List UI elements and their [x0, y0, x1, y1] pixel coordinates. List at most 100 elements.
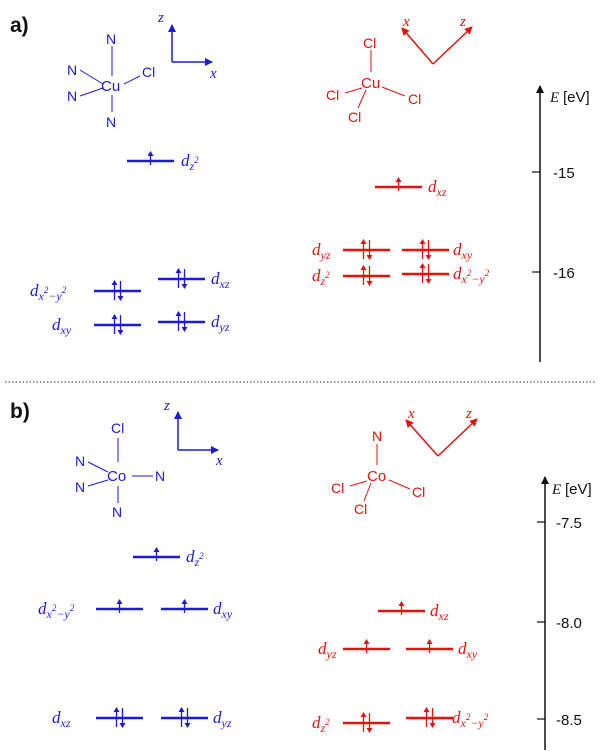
orbital-label-sub: xy — [461, 248, 473, 262]
panel-b-left-molecule: Co Cl N N N N — [75, 420, 165, 520]
orbital-label: dyz — [318, 639, 337, 661]
electron-spin-up — [423, 707, 430, 712]
electron-spin-up — [147, 151, 154, 156]
electron-spin-down — [366, 728, 373, 733]
orbital-label-d: d — [312, 266, 321, 285]
orbital-level: dxz — [52, 707, 143, 730]
panel-a-right-axes: x z — [401, 14, 473, 65]
orbital-label-sup: 2 — [199, 551, 204, 561]
orbital-label-sub: xz — [438, 609, 449, 623]
orbital-label-sub: z — [320, 721, 326, 735]
electron-spin-down — [425, 255, 432, 260]
orbital-level: dxy — [52, 314, 141, 337]
electron-spin-up — [153, 547, 160, 552]
ligand-atom: Cl — [331, 480, 344, 496]
orbital-level: dz2 — [127, 151, 199, 173]
ligand-atom: N — [67, 62, 77, 78]
electron-spin-down — [181, 327, 188, 332]
metal-center: Co — [367, 468, 386, 485]
orbital-level: dz2 — [312, 265, 390, 288]
orbital-label: dxy — [458, 639, 478, 661]
electron-spin-up — [181, 599, 188, 604]
orbital-level: dyz — [318, 639, 390, 661]
electron-spin-up — [360, 712, 367, 717]
ligand-atom: N — [67, 88, 77, 104]
ligand-atom: N — [106, 114, 116, 130]
orbital-level: dyz — [312, 239, 390, 262]
panel-a-left-molecule: Cu N N N N Cl — [67, 31, 155, 130]
axis-label-z: z — [459, 14, 466, 30]
energy-axis-unit: [eV] — [563, 89, 590, 106]
axis-label-z: z — [465, 406, 472, 422]
energy-tick-label: -16 — [553, 265, 575, 282]
orbital-label-sub: yz — [326, 647, 337, 661]
electron-spin-down — [425, 279, 432, 284]
orbital-level: dxy — [406, 639, 478, 661]
orbital-label-d: d — [458, 639, 467, 658]
electron-spin-up — [175, 268, 182, 273]
orbital-label-sub: xy — [466, 647, 478, 661]
orbital-label-sup: 2 — [325, 270, 330, 280]
orbital-level: dz2 — [133, 547, 204, 569]
panel-a-label: a) — [10, 14, 29, 37]
panel-b-label: b) — [10, 400, 30, 423]
orbital-label-sub: xz — [436, 185, 447, 199]
orbital-level: dyz — [158, 311, 230, 334]
ligand-atom: N — [106, 31, 116, 47]
orbital-label-sup: 2 — [466, 712, 471, 722]
orbital-label-d: d — [213, 599, 222, 618]
energy-axis-symbol: E — [549, 90, 559, 106]
panel-b-left-axes: z x — [163, 398, 223, 469]
orbital-label-d: d — [38, 599, 47, 618]
ligand-atom: Cl — [363, 35, 376, 51]
orbital-label: dz2 — [186, 547, 204, 569]
orbital-label: dxy — [213, 599, 233, 621]
orbital-label-d: d — [30, 281, 39, 300]
electron-spin-up — [426, 639, 433, 644]
electron-spin-down — [117, 296, 124, 301]
orbital-level: dz2 — [312, 712, 390, 735]
electron-spin-up — [419, 263, 426, 268]
orbital-level: dx2−y2 — [38, 599, 143, 621]
orbital-label: dxz — [430, 601, 449, 623]
ligand-atom: Cl — [348, 109, 361, 125]
axis-label-x: x — [402, 14, 410, 30]
metal-center: Cu — [361, 75, 380, 92]
orbital-label: dxy — [453, 240, 473, 262]
orbital-label-d: d — [312, 240, 321, 259]
orbital-label-sup2: 2 — [485, 268, 490, 278]
orbital-level: dxz — [378, 601, 449, 623]
electron-spin-up — [360, 265, 367, 270]
orbital-label-sub: xy — [60, 323, 72, 337]
electron-spin-down — [429, 723, 436, 728]
axis-label-x: x — [215, 453, 223, 469]
orbital-label-sub: xz — [60, 716, 71, 730]
orbital-label: dyz — [312, 240, 331, 262]
orbital-label: dz2 — [312, 713, 330, 735]
ligand-atom: Cl — [111, 420, 124, 436]
orbital-label: dxz — [428, 177, 447, 199]
orbital-label-sup2: 2 — [62, 285, 67, 295]
orbital-label: dz2 — [181, 151, 199, 173]
orbital-label-d: d — [428, 177, 437, 196]
energy-tick-label: -8.5 — [556, 712, 582, 729]
orbital-label-sub: z — [194, 555, 200, 569]
electron-spin-down — [366, 255, 373, 260]
metal-center: Cu — [101, 78, 120, 95]
orbital-label-sub: xz — [219, 277, 230, 291]
orbital-level: dxy — [161, 599, 233, 621]
orbital-level: dxy — [402, 239, 473, 262]
ligand-atom: Cl — [142, 64, 155, 80]
orbital-level: dxz — [158, 268, 230, 291]
orbital-label-d: d — [312, 713, 321, 732]
electron-spin-up — [178, 707, 185, 712]
panel-a-right-molecule: Cu Cl Cl Cl Cl — [326, 35, 421, 125]
orbital-label-sub: x — [460, 716, 467, 730]
orbital-label-d: d — [52, 708, 61, 727]
orbital-label: dyz — [211, 312, 230, 334]
panel-b-right-axes: x z — [405, 406, 478, 457]
panel-b-right-molecule: Co N Cl Cl Cl — [331, 428, 425, 517]
energy-axis-unit: [eV] — [565, 481, 592, 498]
